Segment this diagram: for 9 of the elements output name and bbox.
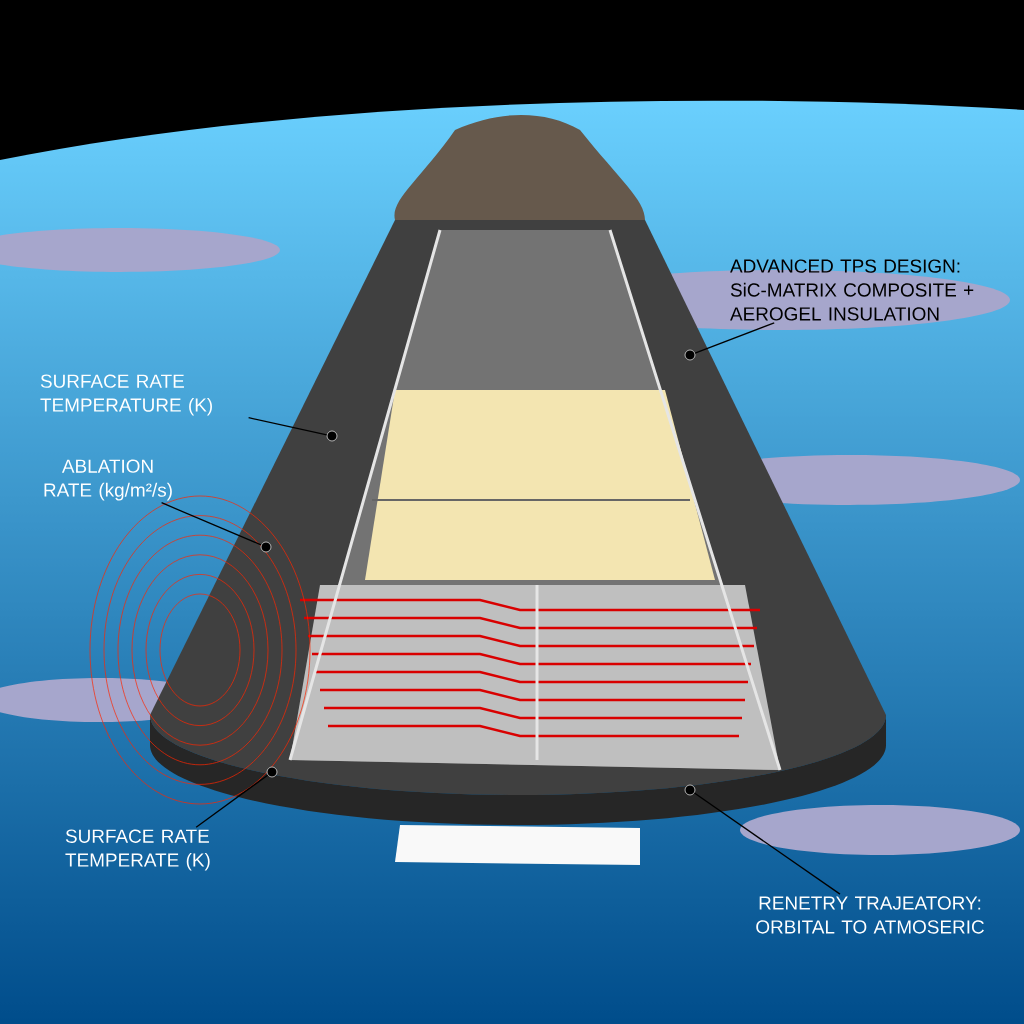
callout-text: RENETRY TRAJEATORY: ORBITAL TO ATMOSERIC <box>756 896 984 934</box>
leader-line <box>195 774 269 828</box>
callout-text: SURFACE RATE TEMPERATE (K) <box>65 829 210 871</box>
callout-text: ADVANCED TPS DESIGN: SiC-MATRIX COMPOSITE + AEROGEL INSULATION <box>730 259 974 321</box>
leader-line <box>693 792 841 895</box>
leader-line <box>694 322 775 354</box>
callout-text: SURFACE RATE TEMPERATURE (K) <box>40 374 212 416</box>
callout-text: ABLATION RATE (kg/m²/s) <box>44 459 172 501</box>
leader-line <box>247 417 328 436</box>
